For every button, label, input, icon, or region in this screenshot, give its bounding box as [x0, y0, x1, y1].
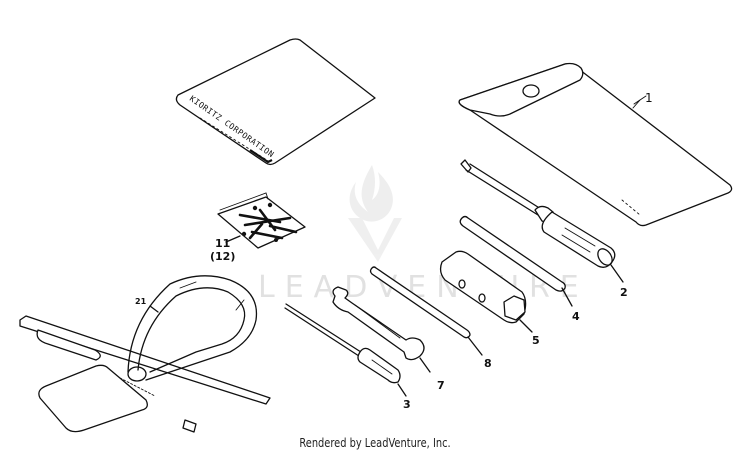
spark-plug-wrench [439, 250, 533, 333]
callout-21: 21 [135, 297, 147, 306]
callout-8: 8 [484, 357, 492, 370]
shoulder-harness [19, 275, 271, 433]
footer-credit: Rendered by LeadVenture, Inc. [299, 436, 451, 450]
leadventure-logo-icon [348, 165, 402, 262]
callout-1: 1 [645, 91, 653, 105]
owners-manual [175, 38, 376, 166]
callout-11-qty: (12) [210, 250, 236, 263]
fastener-kit [217, 192, 306, 249]
callout-3: 3 [403, 398, 411, 411]
callout-7: 7 [437, 379, 445, 392]
callout-5: 5 [532, 334, 540, 347]
open-end-wrench [332, 286, 431, 373]
flat-screwdriver [284, 303, 407, 397]
callout-2: 2 [620, 286, 628, 299]
rod [369, 266, 483, 356]
leader-line-1 [633, 95, 647, 105]
phillips-screwdriver [460, 159, 624, 283]
tommy-bar [459, 215, 573, 307]
tool-bag [458, 62, 733, 227]
callout-4: 4 [572, 310, 580, 323]
callout-11: 11 [215, 237, 231, 250]
